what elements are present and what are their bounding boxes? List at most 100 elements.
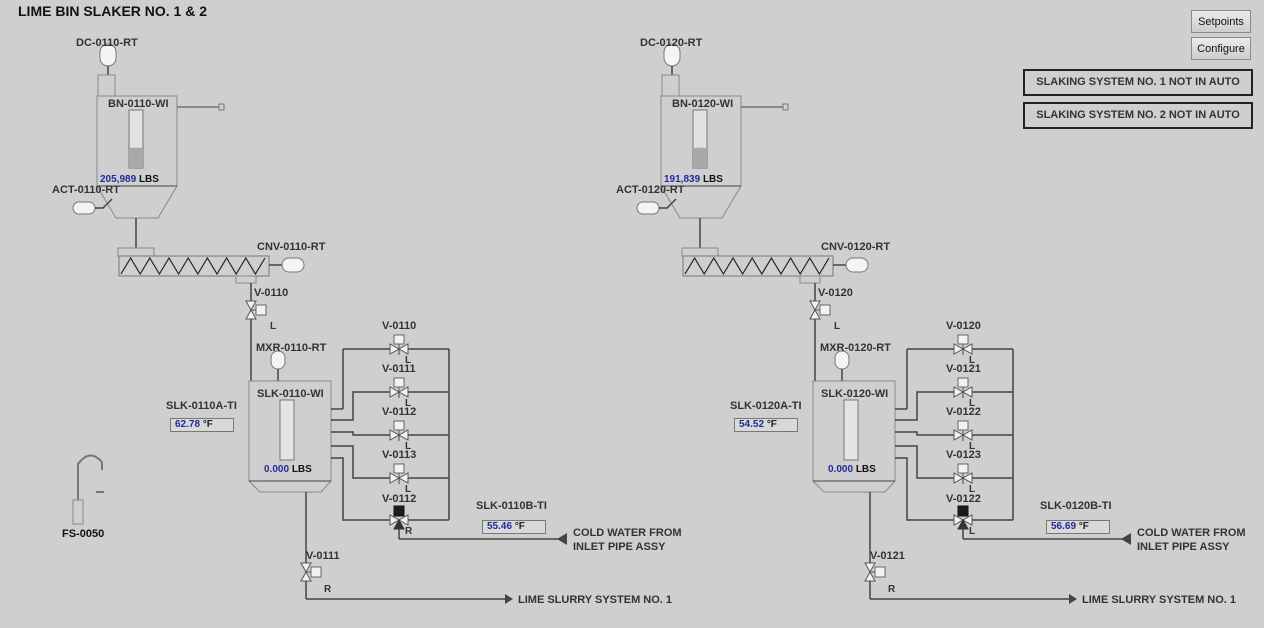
act-0-motor-icon[interactable] — [72, 201, 96, 215]
bin-1-weight-value: 191,839 — [664, 174, 701, 185]
bin-1-weight: 191,839 LBS — [664, 174, 723, 185]
cold-water-0-label-2: INLET PIPE ASSY — [573, 541, 666, 553]
valve-bottom-0[interactable] — [300, 562, 322, 582]
bin-1-weight-unit: LBS — [702, 174, 723, 185]
mxr-0-label: MXR-0110-RT — [256, 342, 327, 354]
valve-top-0[interactable] — [245, 300, 267, 320]
temp-a-1-display[interactable]: 54.52 °F — [734, 418, 798, 432]
temp-b-1-unit: °F — [1078, 521, 1089, 532]
dc-0-label: DC-0110-RT — [76, 37, 138, 49]
manual-valve-1-0[interactable] — [953, 334, 973, 355]
bin-0-weight: 205,989 LBS — [100, 174, 159, 185]
cnv-1-motor-icon[interactable] — [845, 257, 869, 273]
temp-b-1-display[interactable]: 56.69 °F — [1046, 520, 1110, 534]
configure-button[interactable]: Configure — [1191, 37, 1251, 60]
manual-valve-1-2[interactable] — [953, 420, 973, 441]
alarm-slaking-system-1[interactable]: SLAKING SYSTEM NO. 1 NOT IN AUTO — [1023, 69, 1253, 96]
bin-0-weight-value: 205,989 — [100, 174, 137, 185]
valve-top-0-label: V-0110 — [254, 287, 289, 299]
manual-valve-1-3[interactable] — [953, 463, 973, 484]
manual-valve-1-1[interactable] — [953, 377, 973, 398]
control-valve-1-mode: L — [969, 526, 976, 537]
conveyor-1 — [682, 255, 834, 277]
slurry-0-label: LIME SLURRY SYSTEM NO. 1 — [518, 594, 673, 606]
setpoints-button[interactable]: Setpoints — [1191, 10, 1251, 33]
control-valve-0[interactable] — [389, 505, 409, 530]
control-valve-0-mode: R — [405, 526, 413, 537]
manual-valve-1-1-label: V-0121 — [946, 363, 981, 375]
manual-valve-0-2-mode: L — [405, 441, 412, 452]
manual-valve-0-1-mode: L — [405, 398, 412, 409]
cnv-1-label: CNV-0120-RT — [821, 241, 891, 253]
bin-1-label: BN-0120-WI — [672, 98, 734, 110]
manual-valve-0-2-label: V-0112 — [382, 406, 417, 418]
manual-valve-0-3[interactable] — [389, 463, 409, 484]
mxr-1-label: MXR-0120-RT — [820, 342, 891, 354]
manual-valve-0-1[interactable] — [389, 377, 409, 398]
alarm-slaking-system-2[interactable]: SLAKING SYSTEM NO. 2 NOT IN AUTO — [1023, 102, 1253, 129]
cnv-0-motor-icon[interactable] — [281, 257, 305, 273]
manual-valve-1-3-label: V-0123 — [946, 449, 981, 461]
temp-a-0-value: 62.78 — [175, 419, 201, 430]
slurry-1-label: LIME SLURRY SYSTEM NO. 1 — [1082, 594, 1237, 606]
control-valve-1-label: V-0122 — [946, 493, 981, 505]
temp-a-0-label: SLK-0110A-TI — [166, 400, 237, 412]
slaker-1-weight-value: 0.000 — [828, 464, 854, 475]
temp-a-1-label: SLK-0120A-TI — [730, 400, 802, 412]
act-1-motor-icon[interactable] — [636, 201, 660, 215]
slaker-1-level-gauge — [843, 399, 859, 461]
bin-0-label: BN-0110-WI — [108, 98, 169, 110]
valve-top-1-mode: L — [834, 321, 841, 332]
slaker-0-level-gauge — [279, 399, 295, 461]
manual-valve-1-2-mode: L — [969, 441, 976, 452]
temp-b-0-label: SLK-0110B-TI — [476, 500, 547, 512]
slaker-1-label: SLK-0120-WI — [821, 388, 889, 400]
manual-valve-1-1-mode: L — [969, 398, 976, 409]
cold-water-1-label-2: INLET PIPE ASSY — [1137, 541, 1230, 553]
manual-valve-0-1-label: V-0111 — [382, 363, 416, 375]
act-0-label: ACT-0110-RT — [52, 184, 120, 196]
act-1-label: ACT-0120-RT — [616, 184, 685, 196]
valve-bottom-1-label: V-0121 — [870, 550, 905, 562]
valve-top-1-label: V-0120 — [818, 287, 853, 299]
temp-a-1-unit: °F — [766, 419, 777, 430]
manual-valve-1-3-mode: L — [969, 484, 976, 495]
manual-valve-1-0-mode: L — [969, 355, 976, 366]
slaker-0-weight-unit: LBS — [291, 464, 312, 475]
manual-valve-0-2[interactable] — [389, 420, 409, 441]
bin-0-weight-unit: LBS — [138, 174, 159, 185]
fs-0050-shower-icon[interactable] — [72, 454, 104, 525]
manual-valve-1-0-label: V-0120 — [946, 320, 981, 332]
cold-water-0-label: COLD WATER FROM — [573, 527, 682, 539]
fs-0050-label: FS-0050 — [62, 528, 105, 540]
cnv-0-label: CNV-0110-RT — [257, 241, 326, 253]
slaker-0-weight-value: 0.000 — [264, 464, 290, 475]
manual-valve-0-0-mode: L — [405, 355, 412, 366]
temp-b-1-value: 56.69 — [1051, 521, 1077, 532]
temp-a-0-unit: °F — [202, 419, 213, 430]
valve-top-1[interactable] — [809, 300, 831, 320]
valve-top-0-mode: L — [270, 321, 277, 332]
temp-b-0-display[interactable]: 55.46 °F — [482, 520, 546, 534]
slaker-1-weight-unit: LBS — [855, 464, 876, 475]
manual-valve-0-3-mode: L — [405, 484, 412, 495]
conveyor-0 — [118, 255, 270, 277]
valve-bottom-0-label: V-0111 — [306, 550, 340, 562]
temp-b-1-label: SLK-0120B-TI — [1040, 500, 1112, 512]
slaker-1-weight: 0.000 LBS — [828, 464, 876, 475]
temp-b-0-value: 55.46 — [487, 521, 513, 532]
control-valve-1[interactable] — [953, 505, 973, 530]
valve-bottom-0-mode: R — [324, 584, 332, 595]
valve-bottom-1[interactable] — [864, 562, 886, 582]
cold-water-1-label: COLD WATER FROM — [1137, 527, 1246, 539]
temp-a-1-value: 54.52 — [739, 419, 765, 430]
dc-1-label: DC-0120-RT — [640, 37, 703, 49]
slaker-0-label: SLK-0110-WI — [257, 388, 324, 400]
manual-valve-0-3-label: V-0113 — [382, 449, 417, 461]
manual-valve-0-0[interactable] — [389, 334, 409, 355]
valve-bottom-1-mode: R — [888, 584, 896, 595]
manual-valve-0-0-label: V-0110 — [382, 320, 417, 332]
temp-a-0-display[interactable]: 62.78 °F — [170, 418, 234, 432]
control-valve-0-label: V-0112 — [382, 493, 417, 505]
